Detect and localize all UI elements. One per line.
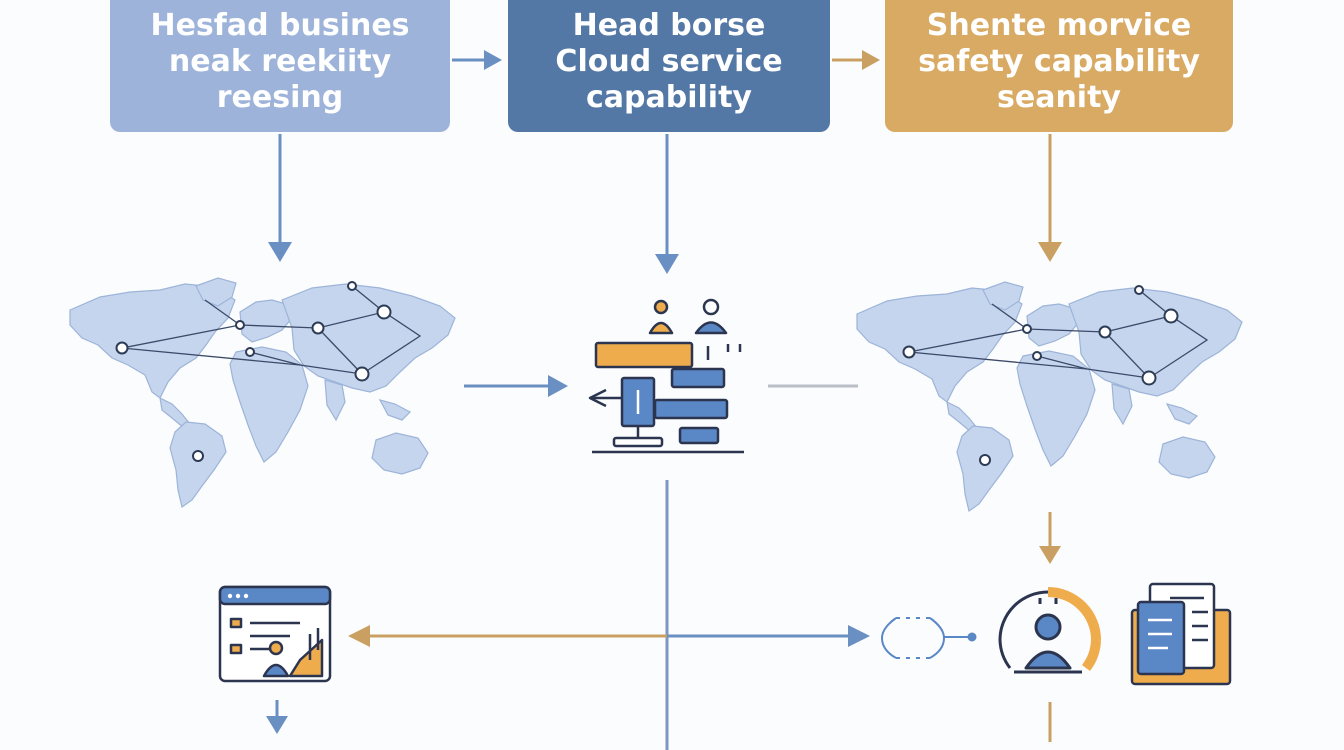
cloud-server-stack-icon xyxy=(588,298,744,454)
arrow-left-down xyxy=(268,134,292,262)
arrow-box-left-to-mid xyxy=(452,50,502,70)
box-left-line-3: reesing xyxy=(216,80,344,115)
box-business-readiness: Hesfad busines neak reekiity reesing xyxy=(110,0,450,132)
arrow-right-lower-down xyxy=(1039,512,1061,564)
box-mid-line-2: Cloud service xyxy=(555,44,783,79)
arrow-box-mid-to-right xyxy=(832,50,880,70)
arrow-center-to-network xyxy=(667,625,870,647)
arrow-map-to-server xyxy=(464,375,568,397)
network-loop-icon xyxy=(880,617,977,659)
box-left-line-1: Hesfad busines xyxy=(150,8,410,43)
box-mid-line-1: Head borse xyxy=(572,8,766,43)
user-gauge-icon xyxy=(998,587,1101,674)
world-map-network-icon xyxy=(856,281,1243,512)
box-safety-capability: Shente morvice safety capability seanity xyxy=(885,0,1233,132)
world-map-network-icon xyxy=(69,277,456,508)
arrow-dashboard-down xyxy=(266,700,288,734)
documents-stack-icon xyxy=(1130,582,1232,686)
arrow-mid-down xyxy=(655,134,679,274)
arrow-right-down xyxy=(1038,134,1062,262)
box-right-line-3: seanity xyxy=(997,80,1121,115)
box-mid-line-3: capability xyxy=(586,80,752,115)
box-left-line-2: neak reekiity xyxy=(168,44,392,79)
arrow-center-to-dashboard xyxy=(348,625,667,647)
dashboard-window-icon xyxy=(218,585,332,683)
box-right-line-2: safety capability xyxy=(918,44,1200,79)
box-cloud-service-capability: Head borse Cloud service capability xyxy=(508,0,830,132)
box-right-line-1: Shente morvice xyxy=(926,8,1192,43)
